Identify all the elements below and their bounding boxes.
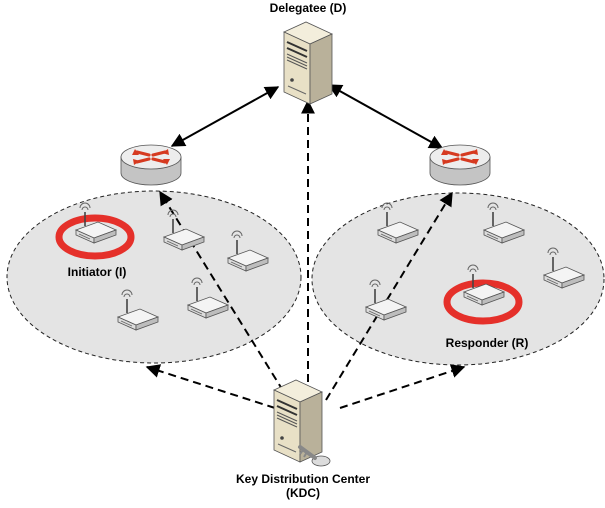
link-delegatee-right-router [327, 84, 444, 149]
responder-label: Responder (R) [445, 336, 529, 350]
kdc-server-icon [273, 379, 323, 463]
left-router-icon [119, 143, 183, 187]
initiator-label: Initiator (I) [67, 265, 127, 279]
kdc-label-line1: Key Distribution Center [235, 472, 370, 486]
link-kdc-right-router [325, 191, 453, 401]
right-router-icon [428, 143, 492, 187]
link-kdc-right-cluster [339, 364, 466, 409]
responder-highlight-ring [443, 279, 523, 325]
link-kdc-left-cluster [145, 364, 276, 409]
link-delegatee-left-router [170, 86, 280, 147]
kdc-label-line2: (KDC) [286, 486, 320, 500]
key-icon [298, 445, 331, 467]
link-kdc-left-router [159, 190, 291, 403]
initiator-highlight-ring [55, 214, 135, 260]
delegatee-server-icon [283, 21, 333, 105]
delegatee-label: Delegatee (D) [269, 1, 347, 15]
